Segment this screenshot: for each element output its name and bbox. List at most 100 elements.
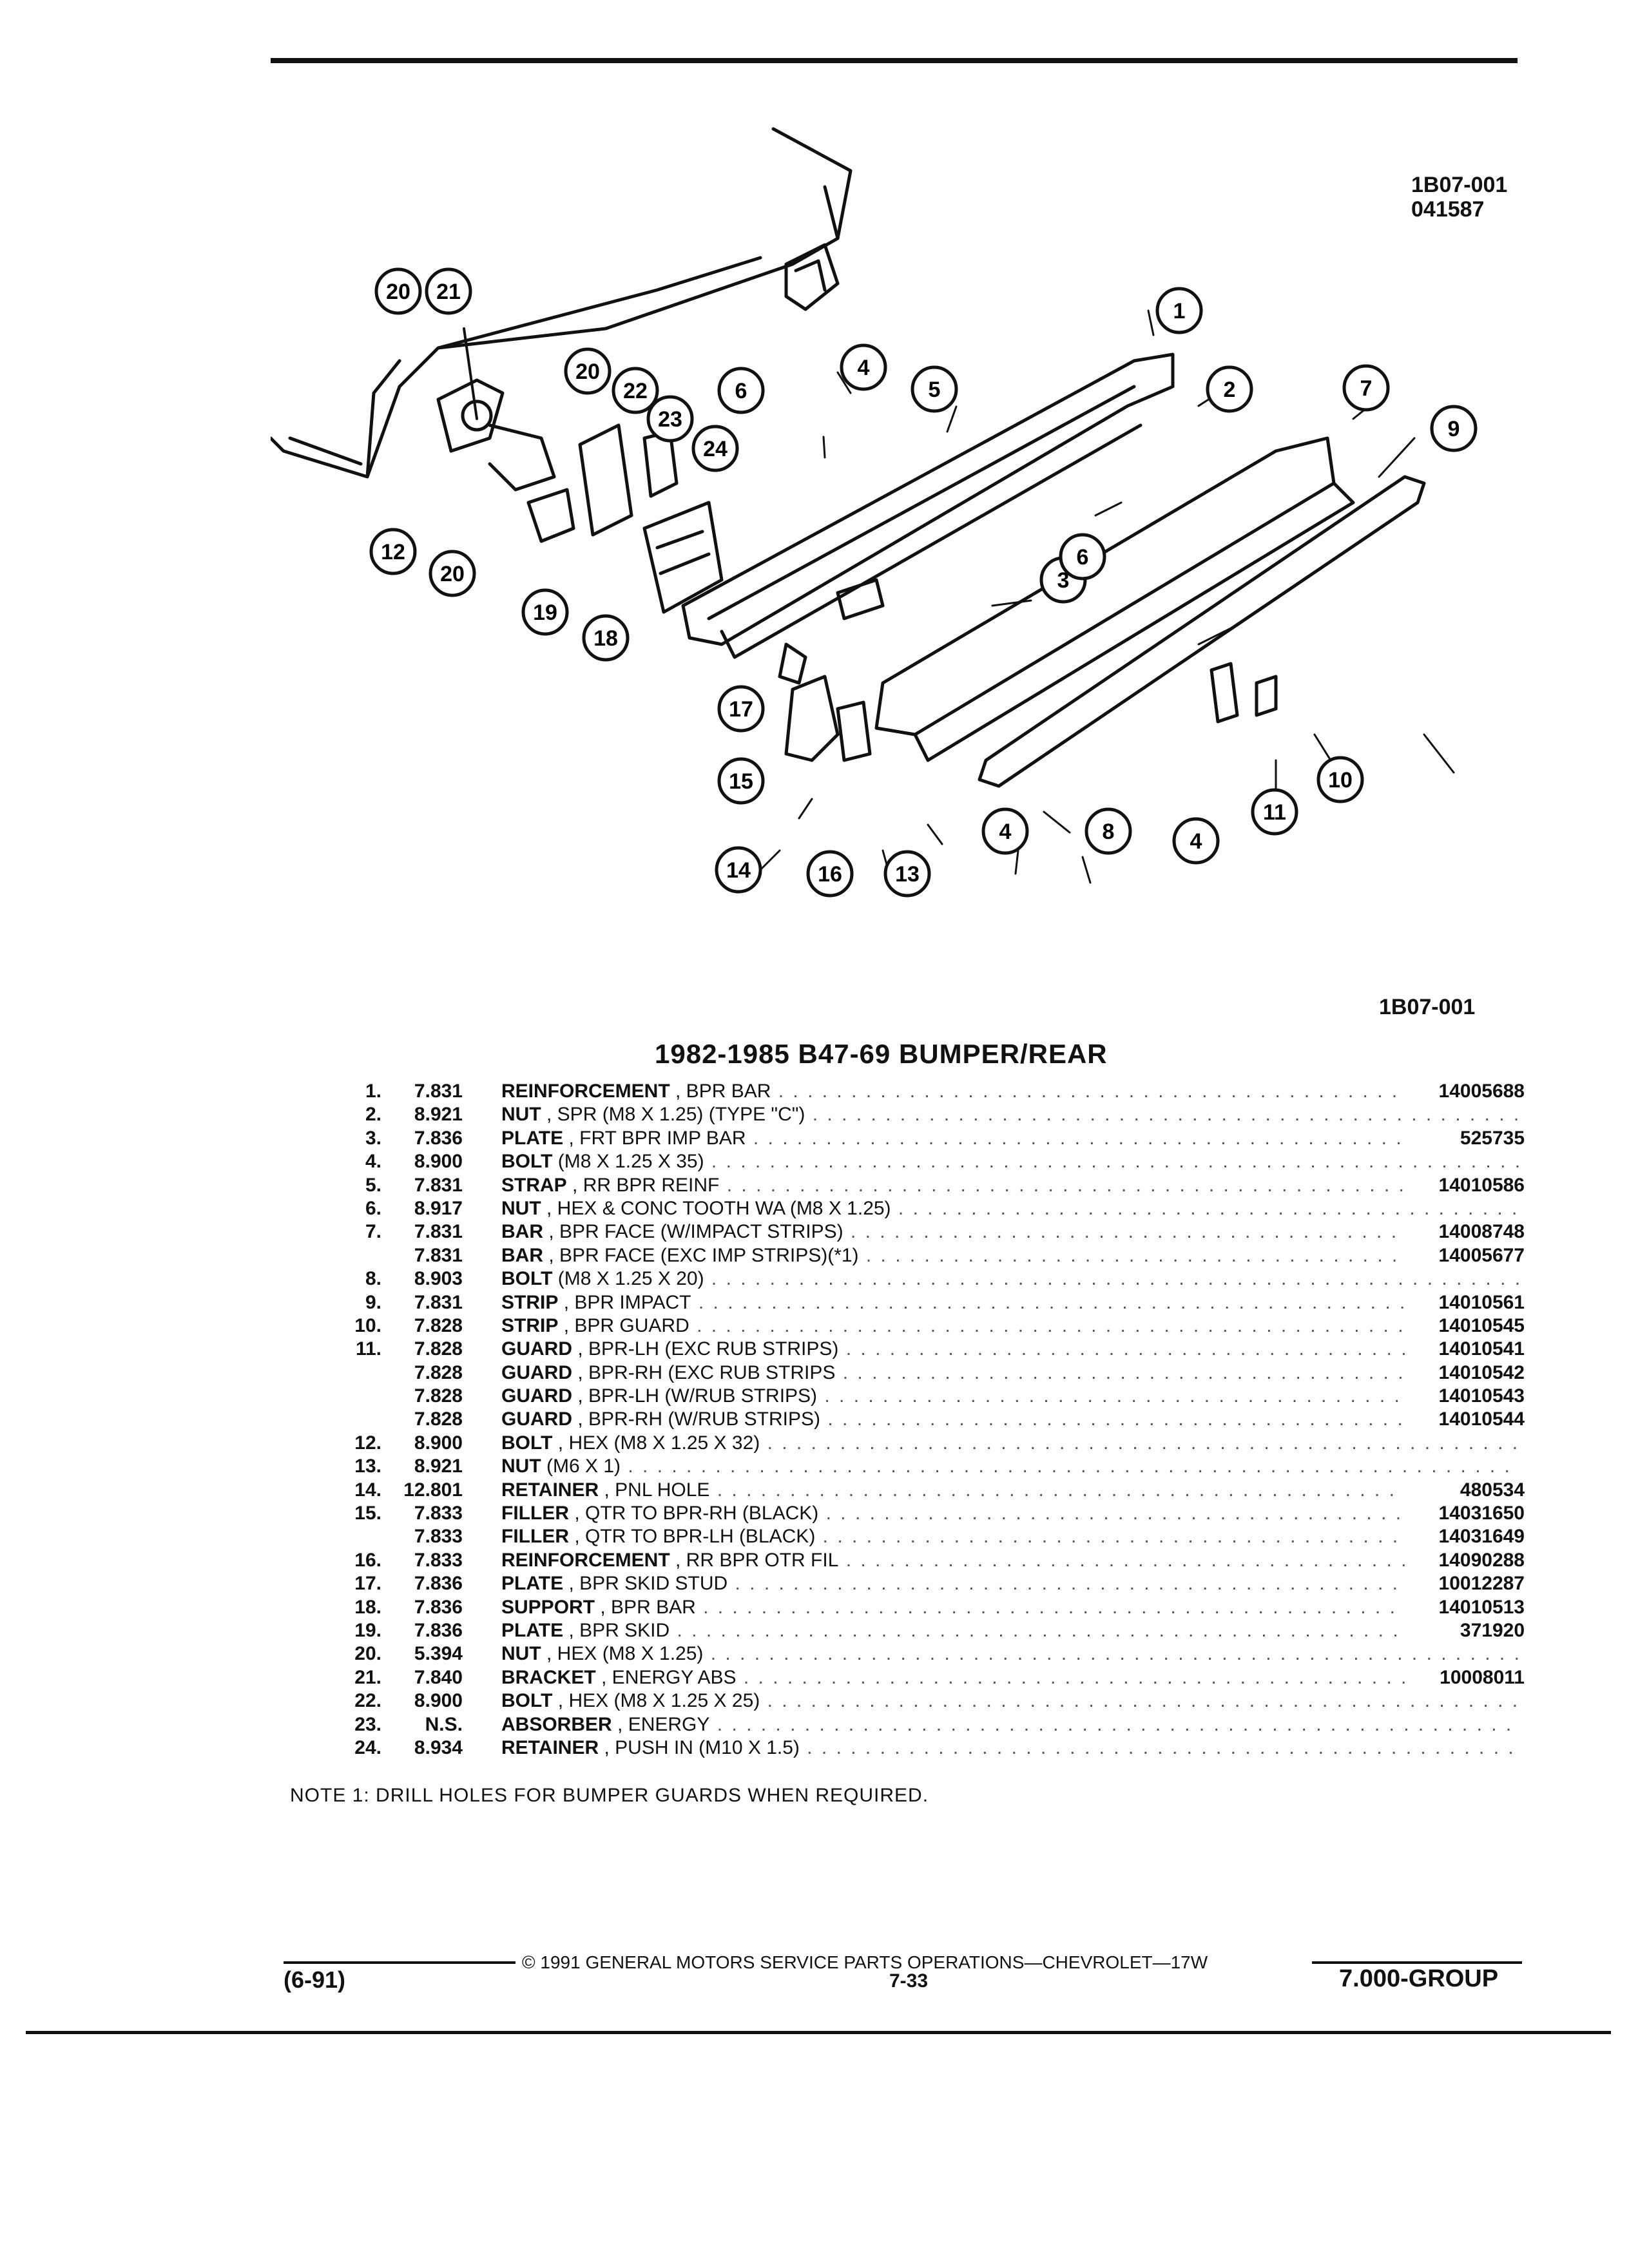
callout-10: 10 (1316, 756, 1364, 803)
part-description: REINFORCEMENT , RR BPR OTR FIL . . . . .… (501, 1549, 1521, 1572)
part-description: FILLER , QTR TO BPR-LH (BLACK) . . . . .… (501, 1525, 1521, 1548)
leader-dots: . . . . . . . . . . . . . . . . . . . . … (717, 1713, 1521, 1735)
leader-dots: . . . . . . . . . . . . . . . . . . . . … (677, 1619, 1521, 1641)
note: NOTE 1: DRILL HOLES FOR BUMPER GUARDS WH… (290, 1785, 929, 1806)
part-description: NUT , HEX & CONC TOOTH WA (M8 X 1.25) . … (501, 1197, 1521, 1220)
callout-24: 24 (691, 425, 739, 472)
callout-17: 17 (717, 685, 765, 733)
part-name: STRIP (501, 1291, 559, 1313)
part-spec: , BPR GUARD (563, 1314, 689, 1336)
part-index: 16. (354, 1549, 381, 1571)
part-name: SUPPORT (501, 1596, 595, 1618)
part-name: BAR (501, 1244, 543, 1266)
part-index: 20. (354, 1643, 381, 1665)
callout-16: 16 (806, 850, 854, 898)
part-description: GUARD , BPR-LH (EXC RUB STRIPS) . . . . … (501, 1338, 1521, 1361)
group-label: 7.000-GROUP (1339, 1965, 1499, 1992)
leader-dots: . . . . . . . . . . . . . . . . . . . . … (824, 1385, 1521, 1407)
bumper-face-bar (874, 436, 1355, 762)
svg-text:23: 23 (658, 407, 682, 432)
part-spec: , BPR SKID (568, 1619, 670, 1641)
header-ref-date: 041587 (1411, 197, 1485, 222)
callout-label: 1 (1173, 299, 1186, 323)
part-index: 13. (354, 1456, 381, 1477)
callout-4a: 4 (840, 343, 887, 391)
part-group: 7.833 (414, 1503, 463, 1524)
part-description: STRIP , BPR IMPACT . . . . . . . . . . .… (501, 1291, 1521, 1314)
part-description: PLATE , FRT BPR IMP BAR . . . . . . . . … (501, 1127, 1521, 1150)
part-spec: , BPR BAR (600, 1596, 696, 1618)
svg-text:4: 4 (858, 356, 870, 380)
part-description: PLATE , BPR SKID STUD . . . . . . . . . … (501, 1572, 1521, 1595)
part-group: N.S. (425, 1713, 463, 1735)
copyright-text: © 1991 GENERAL MOTORS SERVICE PARTS OPER… (522, 1952, 1208, 1972)
svg-text:8: 8 (1103, 820, 1115, 844)
car-body (271, 127, 853, 479)
part-number: 14010541 (1405, 1338, 1525, 1361)
part-spec: , HEX (M8 X 1.25 X 32) (557, 1432, 760, 1454)
part-name: REINFORCEMENT (501, 1081, 670, 1102)
callout-6b: 6 (1059, 533, 1106, 581)
part-name: RETAINER (501, 1736, 599, 1758)
bumper-support (642, 501, 724, 614)
part-name: FILLER (501, 1526, 569, 1548)
part-description: GUARD , BPR-RH (EXC RUB STRIPS . . . . .… (501, 1361, 1521, 1385)
part-group: 8.921 (414, 1456, 463, 1477)
part-number: 14010542 (1405, 1361, 1525, 1385)
part-name: BOLT (501, 1432, 553, 1454)
svg-text:22: 22 (623, 379, 648, 403)
part-name: PLATE (501, 1127, 564, 1149)
part-group: 8.903 (414, 1268, 463, 1290)
part-index: 12. (354, 1432, 381, 1454)
part-name: NUT (501, 1104, 541, 1126)
part-spec: , SPR (M8 X 1.25) (TYPE "C") (546, 1104, 805, 1126)
part-spec: , QTR TO BPR-RH (BLACK) (574, 1503, 819, 1524)
part-group: 7.831 (414, 1244, 463, 1266)
svg-text:10: 10 (1328, 768, 1353, 793)
header-ref: 1B07-001 041587 (1411, 173, 1507, 222)
part-row: 7.828 GUARD , BPR-RH (EXC RUB STRIPS . . … (335, 1361, 1525, 1385)
svg-text:16: 16 (818, 862, 842, 887)
part-group: 12.801 (403, 1479, 463, 1501)
parts-list: 1. 7.831 REINFORCEMENT , BPR BAR . . . . .… (335, 1080, 1525, 1760)
footer-rule-left (284, 1961, 516, 1964)
part-description: GUARD , BPR-LH (W/RUB STRIPS) . . . . . … (501, 1385, 1521, 1408)
impact-strip (978, 475, 1426, 788)
part-name: BAR (501, 1221, 543, 1243)
part-number: 10008011 (1405, 1666, 1525, 1689)
top-rule (271, 58, 1518, 63)
svg-text:13: 13 (895, 862, 920, 887)
part-description: REINFORCEMENT , BPR BAR . . . . . . . . … (501, 1080, 1521, 1103)
part-index: 22. (354, 1690, 381, 1712)
callout-9: 9 (1430, 405, 1478, 452)
part-group: 8.917 (414, 1197, 463, 1219)
svg-text:20: 20 (386, 280, 410, 304)
part-name: GUARD (501, 1338, 572, 1360)
part-number: 10012287 (1405, 1572, 1525, 1596)
part-description: BOLT (M8 X 1.25 X 20) . . . . . . . . . … (501, 1267, 1521, 1291)
callout-5: 5 (911, 365, 958, 413)
part-name: BRACKET (501, 1666, 596, 1688)
part-number: 14010513 (1405, 1595, 1525, 1619)
upper-bracket (784, 243, 840, 311)
part-name: PLATE (501, 1573, 564, 1595)
part-description: NUT , SPR (M8 X 1.25) (TYPE "C") . . . .… (501, 1103, 1521, 1126)
part-index: 23. (354, 1713, 381, 1735)
svg-text:21: 21 (436, 280, 461, 304)
part-description: BOLT , HEX (M8 X 1.25 X 25) . . . . . . … (501, 1689, 1521, 1713)
part-spec: , BPR BAR (675, 1081, 771, 1102)
callout-20a: 20 (374, 267, 422, 315)
callout-19: 19 (521, 588, 569, 636)
part-group: 7.828 (414, 1361, 463, 1383)
part-spec: , QTR TO BPR-LH (BLACK) (574, 1526, 816, 1548)
part-index: 1. (365, 1081, 381, 1102)
header-ref-code: 1B07-001 (1411, 173, 1508, 197)
part-description: ABSORBER , ENERGY . . . . . . . . . . . … (501, 1713, 1521, 1736)
